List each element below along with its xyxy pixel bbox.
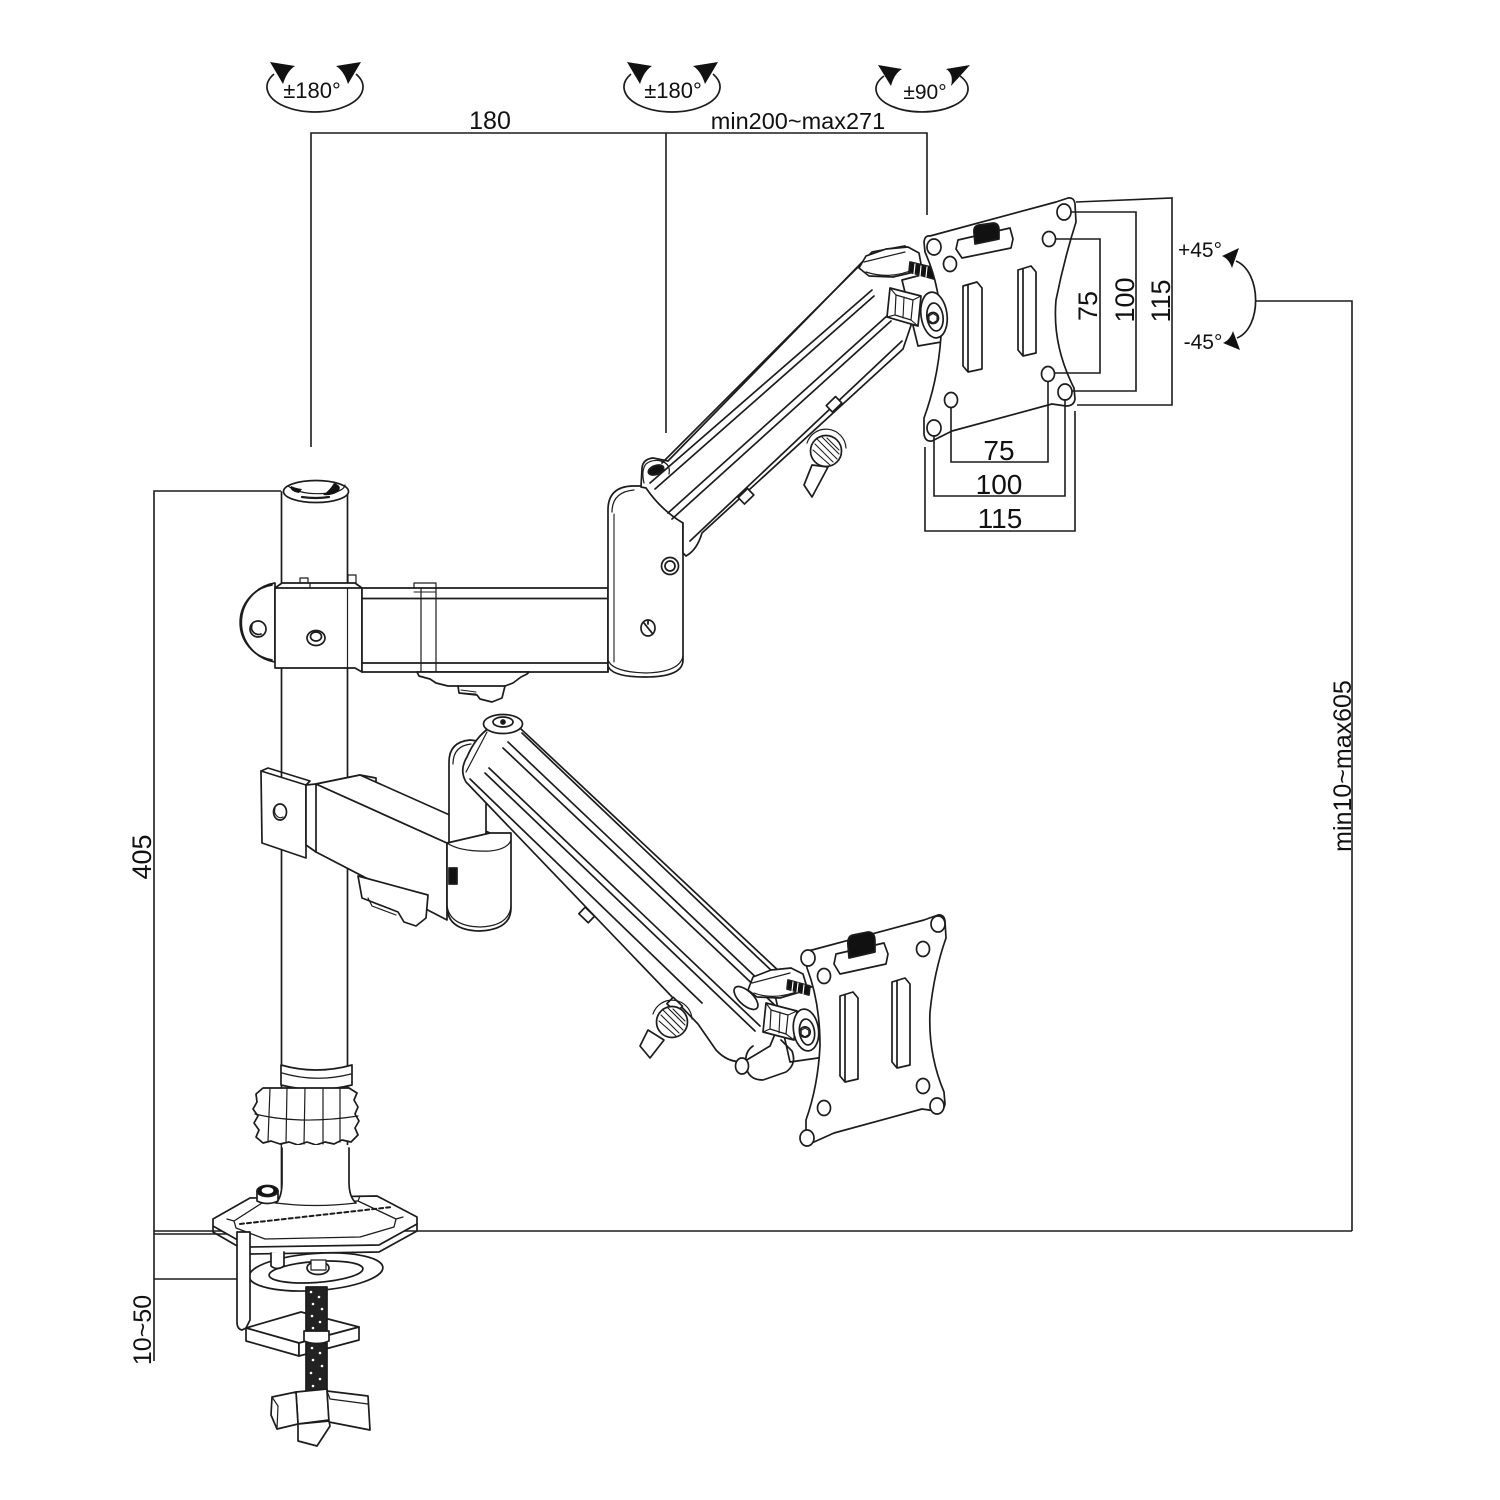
svg-text:min10~max605: min10~max605 [1329,680,1357,852]
svg-text:-45°: -45° [1184,331,1223,354]
svg-text:75: 75 [983,435,1014,466]
svg-text:±90°: ±90° [903,81,946,104]
svg-text:115: 115 [1146,279,1176,322]
svg-text:10~50: 10~50 [129,1295,157,1365]
svg-text:100: 100 [1110,277,1140,322]
svg-text:180: 180 [469,107,511,135]
svg-text:100: 100 [976,469,1023,500]
svg-text:min200~max271: min200~max271 [711,108,885,134]
svg-text:115: 115 [978,503,1023,534]
svg-text:405: 405 [127,834,157,879]
svg-text:75: 75 [1073,291,1103,321]
svg-text:±180°: ±180° [644,78,702,103]
svg-text:+45°: +45° [1178,239,1222,262]
svg-text:±180°: ±180° [283,78,341,103]
